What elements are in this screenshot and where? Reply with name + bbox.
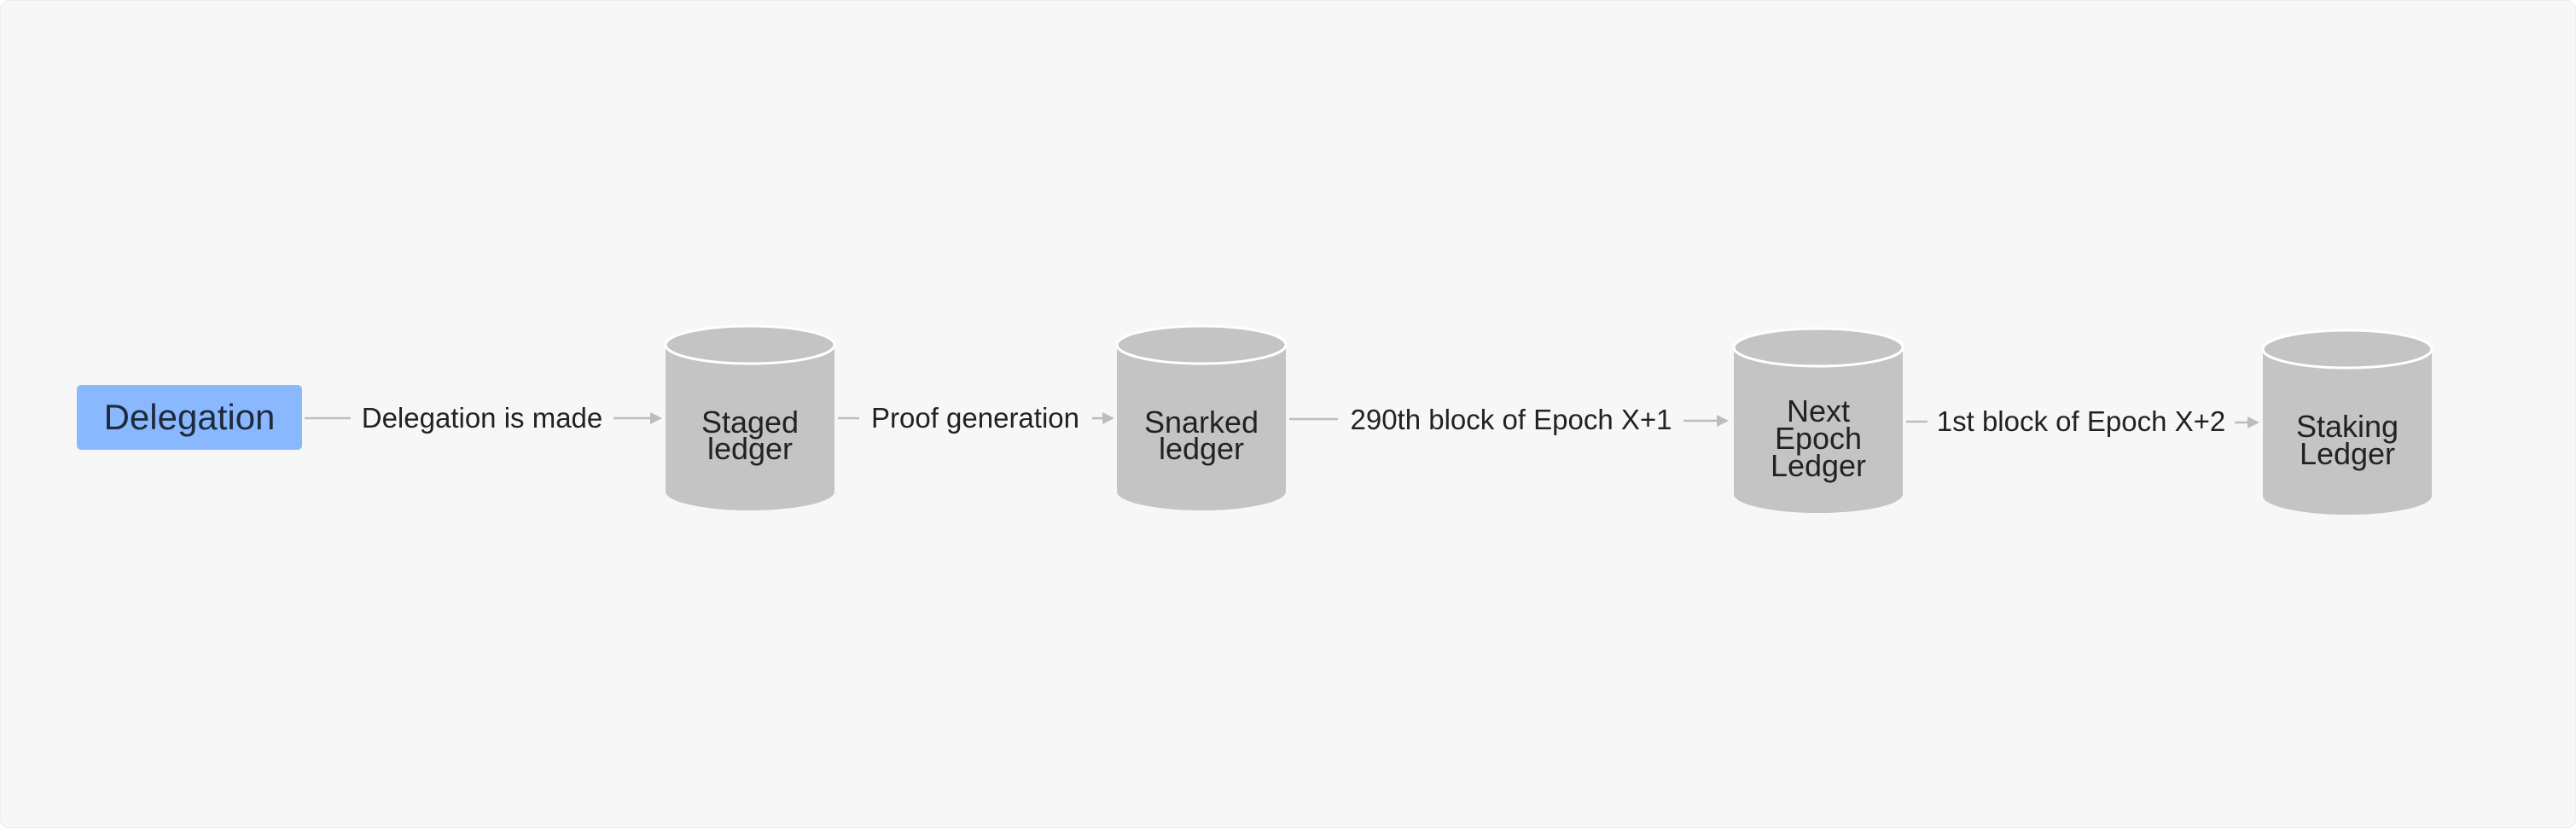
cylinder-top bbox=[1732, 327, 1904, 368]
arrowhead-icon bbox=[650, 412, 662, 424]
node-label-line: ledger bbox=[1159, 431, 1244, 466]
node-label-line: Ledger bbox=[2300, 436, 2395, 471]
cylinder-node-staking-ledger: Staking Ledger bbox=[2261, 329, 2434, 515]
cylinder-body bbox=[1734, 347, 1903, 513]
start-node-delegation: Delegation bbox=[77, 385, 302, 450]
node-label-line: Snarked bbox=[1144, 405, 1259, 440]
edge-snarked-to-next-epoch: 290th block of Epoch X+1 bbox=[1289, 404, 1729, 435]
cylinder-top bbox=[1115, 324, 1288, 365]
cylinder-body bbox=[2263, 349, 2432, 515]
node-label-line: ledger bbox=[707, 431, 793, 466]
cylinder-node-staged-ledger: Staged ledger bbox=[664, 324, 836, 510]
cylinder-top bbox=[2261, 329, 2434, 370]
edge-label: Delegation is made bbox=[362, 402, 603, 434]
edge-label: Proof generation bbox=[871, 402, 1079, 434]
node-label-line: Staking bbox=[2296, 409, 2399, 444]
cylinder-body bbox=[1117, 345, 1286, 510]
cylinder-body bbox=[666, 345, 834, 510]
cylinder-top bbox=[664, 324, 836, 365]
arrowhead-icon bbox=[1717, 415, 1729, 427]
arrowhead-icon bbox=[1102, 412, 1114, 424]
start-node-label: Delegation bbox=[104, 397, 276, 437]
arrowhead-icon bbox=[2247, 416, 2259, 428]
edge-label: 1st block of Epoch X+2 bbox=[1937, 405, 2225, 437]
node-label-line: Ledger bbox=[1771, 448, 1866, 483]
edge-staged-to-snarked: Proof generation bbox=[838, 402, 1114, 434]
edge-delegation-to-staged: Delegation is made bbox=[305, 402, 662, 434]
node-label-line: Epoch bbox=[1775, 421, 1862, 456]
node-label-line: Staged bbox=[701, 405, 799, 440]
edge-label: 290th block of Epoch X+1 bbox=[1350, 404, 1672, 435]
start-node-box bbox=[77, 385, 302, 450]
node-label-line: Next bbox=[1787, 393, 1850, 428]
cylinder-node-next-epoch-ledger: Next Epoch Ledger bbox=[1732, 327, 1904, 513]
cylinder-node-snarked-ledger: Snarked ledger bbox=[1115, 324, 1288, 510]
edge-next-epoch-to-staking: 1st block of Epoch X+2 bbox=[1906, 405, 2259, 437]
